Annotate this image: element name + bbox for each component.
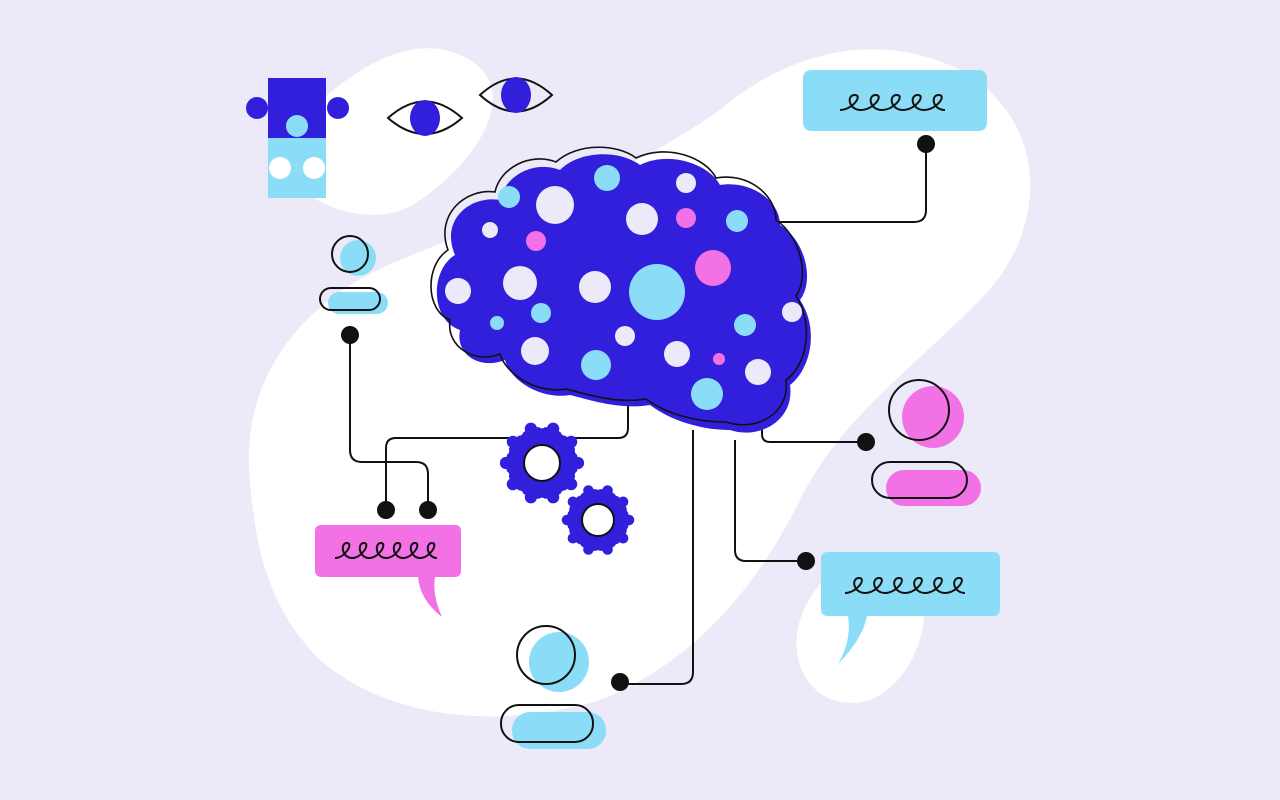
person-icon (319, 235, 388, 314)
eye-icon (386, 100, 464, 136)
white-blob (279, 48, 493, 215)
eye-icon (478, 77, 554, 113)
gear-icon (561, 482, 635, 558)
speech-bubble-icon (821, 552, 1000, 664)
brain-dots (445, 165, 802, 410)
connector-lines (349, 144, 927, 685)
puzzle-icon (246, 78, 349, 198)
person-icon (871, 379, 981, 506)
brain-icon (430, 146, 811, 433)
gear-icon (499, 419, 585, 507)
speech-bubble-icon (803, 70, 987, 131)
speech-bubble-icon (315, 525, 461, 617)
person-icon (500, 625, 606, 749)
connector-nodes (341, 135, 935, 691)
